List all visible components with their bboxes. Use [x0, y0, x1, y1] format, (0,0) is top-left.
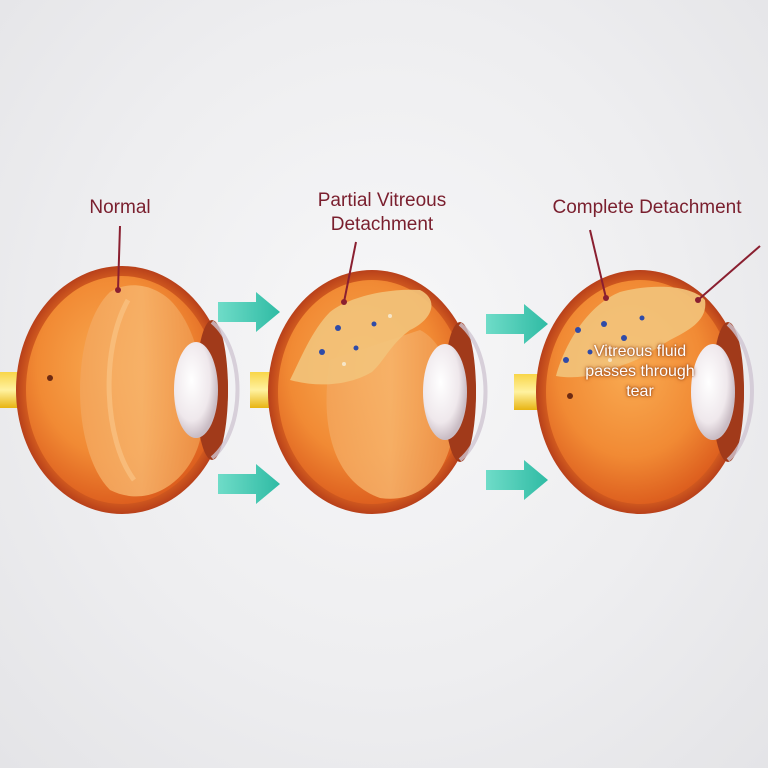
label-normal: Normal [89, 197, 151, 218]
label-complete-detachment: Complete Detachment [552, 197, 742, 218]
floater [342, 362, 346, 366]
retina-spot [567, 393, 573, 399]
lens [423, 344, 467, 440]
floater [335, 325, 341, 331]
lens [174, 342, 218, 438]
detached-vitreous [556, 286, 706, 378]
floater [353, 345, 359, 351]
eye-complete [514, 229, 761, 514]
pointer-dot-partial [341, 299, 347, 305]
arrow-right-icon [486, 460, 548, 500]
floater [608, 358, 612, 362]
arrow-right-icon [218, 292, 280, 332]
label-vitreous-fluid: Vitreous fluid passes through tear [560, 342, 720, 402]
pointer-line-complete-right [697, 245, 761, 301]
pointer-line-normal [117, 225, 121, 291]
pointer-dot-complete-left [603, 295, 609, 301]
floater [587, 349, 593, 355]
eye-normal [0, 225, 240, 514]
label-partial-detachment: Partial Vitreous Detachment [292, 189, 472, 237]
pointer-line-partial [343, 241, 357, 303]
pointer-dot-normal [115, 287, 121, 293]
eye-partial [250, 241, 488, 514]
arrow-right-icon [486, 304, 548, 344]
cornea [726, 322, 754, 462]
label-fluid-line2: passes through [585, 363, 695, 380]
label-partial-line1: Partial Vitreous [317, 190, 447, 211]
floater [388, 314, 392, 318]
floater [601, 321, 607, 327]
vitreous-fold [106, 298, 137, 482]
floater [639, 315, 645, 321]
label-fluid-line1: Vitreous fluid [593, 343, 687, 360]
retina-spot [47, 375, 53, 381]
detached-vitreous [290, 289, 432, 385]
label-fluid-line3: tear [626, 383, 654, 400]
cornea [458, 322, 488, 462]
floater [319, 349, 325, 355]
pointer-dot-complete-right [695, 297, 701, 303]
arrow-right-icon [218, 464, 280, 504]
floater [371, 321, 377, 327]
floater [621, 335, 627, 341]
vitreous-body [80, 285, 204, 497]
cornea [210, 320, 240, 460]
label-partial-line2: Detachment [330, 214, 434, 235]
pointer-line-complete-left [589, 229, 607, 299]
floater [575, 327, 581, 333]
floater [563, 357, 569, 363]
lens [691, 344, 735, 440]
